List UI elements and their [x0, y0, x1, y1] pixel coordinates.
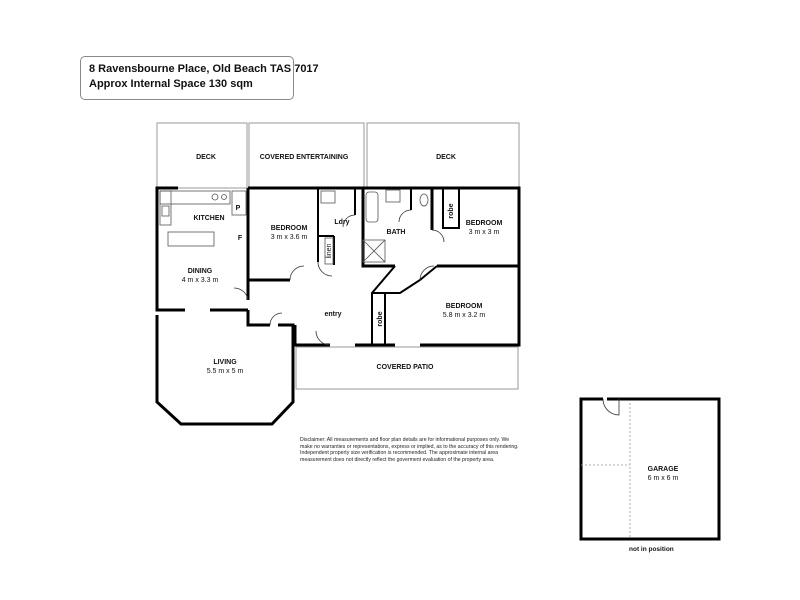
- label-pantry: P: [236, 205, 241, 212]
- door-swings: [233, 209, 445, 346]
- label-laundry: Ldry: [334, 219, 349, 226]
- address-box: 8 Ravensbourne Place, Old Beach TAS 7017…: [80, 56, 319, 100]
- kitchen-bench-side: [159, 190, 172, 226]
- label-robe1: robe: [448, 203, 455, 218]
- outdoor-outlines: [156, 122, 520, 390]
- door-swing: [431, 229, 445, 243]
- label-robe2: robe: [377, 311, 384, 326]
- door-swing: [342, 214, 356, 228]
- label-dining-size: 4 m x 3.3 m: [182, 277, 219, 284]
- label-bath: BATH: [387, 229, 406, 236]
- label-bedroom3: BEDROOM: [446, 303, 483, 310]
- label-bedroom2-size: 3 m x 3 m: [469, 229, 500, 236]
- address-line: 8 Ravensbourne Place, Old Beach TAS 7017: [89, 63, 319, 75]
- garage: [579, 397, 721, 541]
- sink-icon: [211, 193, 219, 201]
- label-covered-entertaining: COVERED ENTERTAINING: [260, 154, 349, 161]
- label-fridge: F: [238, 235, 243, 242]
- kitchen-island: [167, 231, 215, 247]
- label-linen: linen: [326, 244, 333, 259]
- label-bedroom2: BEDROOM: [466, 220, 503, 227]
- label-garage: GARAGE: [648, 466, 679, 473]
- laundry-tub-icon: [320, 190, 336, 204]
- shower-icon: [362, 239, 386, 263]
- label-garage-size: 6 m x 6 m: [648, 475, 679, 482]
- shower-icon: [362, 239, 386, 263]
- bathtub-icon: [365, 191, 379, 223]
- basin-icon: [385, 189, 401, 203]
- label-bedroom1: BEDROOM: [271, 225, 308, 232]
- toilet-icon: [419, 193, 429, 207]
- exterior-walls: [155, 186, 521, 426]
- door-swing: [317, 261, 333, 277]
- door-swing: [315, 330, 331, 346]
- covered-patio-outline: [295, 346, 519, 390]
- linen-cupboard: [324, 237, 334, 265]
- door-swing: [289, 265, 305, 281]
- label-living: LIVING: [213, 359, 237, 366]
- garage-note: not in position: [629, 546, 674, 553]
- door-swing: [269, 312, 283, 326]
- door-swing: [419, 265, 435, 281]
- internal-space-line: Approx Internal Space 130 sqm: [89, 78, 253, 90]
- sink-icon: [221, 194, 227, 200]
- label-kitchen: KITCHEN: [193, 215, 224, 222]
- room-labels: DECK COVERED ENTERTAINING DECK KITCHEN P…: [182, 154, 679, 482]
- door-swing: [398, 209, 412, 223]
- cooktop-icon: [161, 205, 170, 217]
- deck-left-outline: [156, 122, 248, 189]
- label-bedroom3-size: 5.8 m x 3.2 m: [443, 312, 486, 319]
- pantry: [231, 190, 247, 216]
- label-living-size: 5.5 m x 5 m: [207, 368, 244, 375]
- interior-walls: [317, 187, 460, 345]
- label-entry: entry: [324, 311, 341, 318]
- label-deck-left: DECK: [196, 154, 216, 161]
- kitchen-bench-top: [159, 190, 231, 205]
- label-dining: DINING: [188, 268, 213, 275]
- door-swing: [602, 398, 620, 416]
- label-bedroom1-size: 3 m x 3.6 m: [271, 234, 308, 241]
- door-swing: [233, 287, 249, 301]
- fixtures: [159, 189, 429, 265]
- disclaimer: Disclaimer: All measurements and floor p…: [300, 437, 519, 463]
- label-covered-patio: COVERED PATIO: [377, 364, 434, 371]
- label-deck-right: DECK: [436, 154, 456, 161]
